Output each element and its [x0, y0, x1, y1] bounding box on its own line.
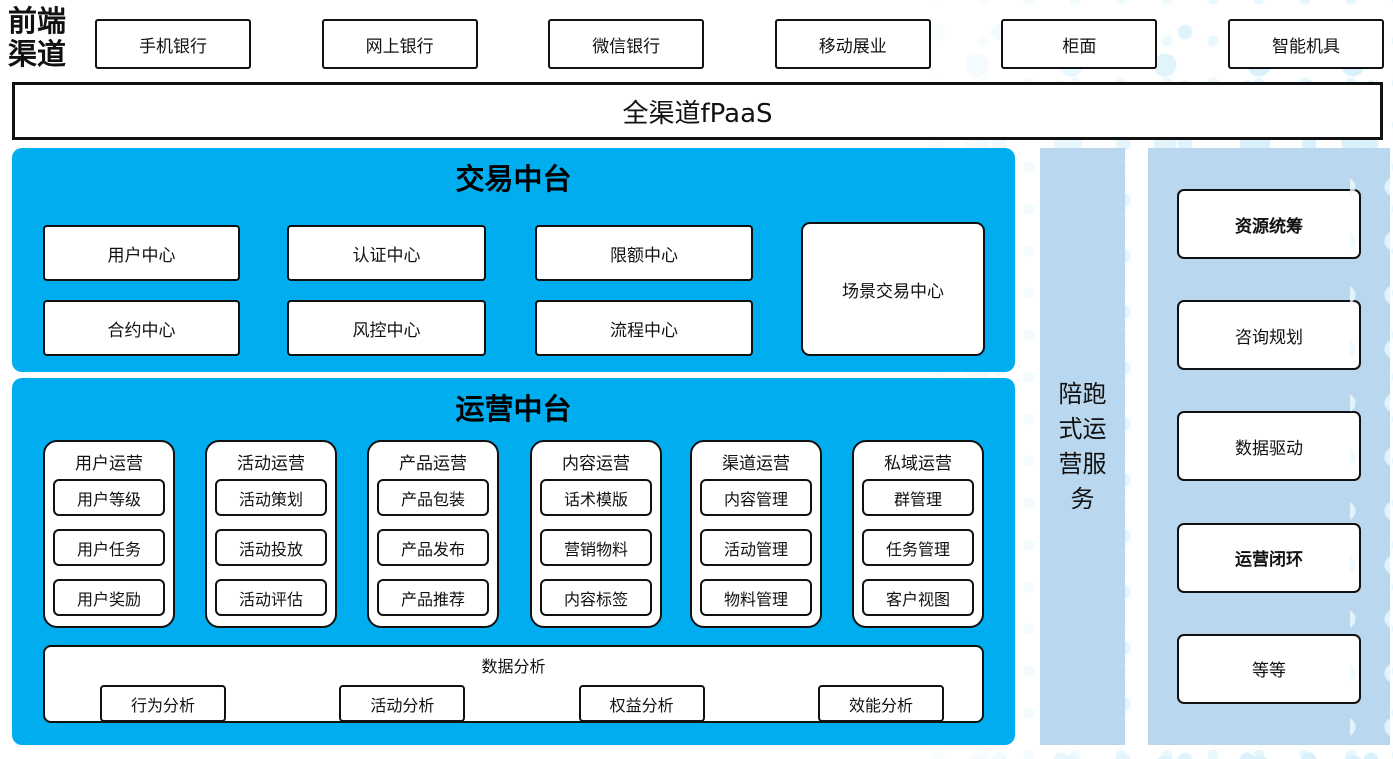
front-channel-label-line2: 渠道: [8, 37, 67, 71]
channel-box-wechat-banking: 微信银行: [548, 19, 705, 69]
ops-column-product-operations: 产品运营 产品包装 产品发布 产品推荐: [367, 440, 499, 628]
ops-column-header: 私域运营: [884, 454, 952, 474]
sidebar-text-line: 式运: [1058, 414, 1107, 443]
trade-cell-contract-center: 合约中心: [43, 300, 240, 356]
ops-column-header: 活动运营: [237, 454, 305, 474]
analysis-item-efficiency: 效能分析: [817, 685, 944, 722]
ops-item: 群管理: [862, 479, 974, 516]
ops-item: 内容标签: [540, 579, 652, 616]
ops-item: 话术模版: [540, 479, 652, 516]
trade-cell-user-center: 用户中心: [43, 225, 240, 281]
front-channel-label: 前端 渠道: [8, 5, 66, 71]
service-box-data-driven: 数据驱动: [1177, 411, 1361, 482]
ops-item: 活动投放: [215, 529, 327, 566]
ops-item: 活动策划: [215, 479, 327, 516]
accompanying-operations-service-bar: 陪跑 式运 营服 务: [1040, 148, 1125, 745]
ops-column-header: 产品运营: [399, 454, 467, 474]
sidebar-text-line: 陪跑: [1058, 379, 1107, 408]
ops-item: 产品发布: [377, 529, 489, 566]
ops-column-content-operations: 内容运营 话术模版 营销物料 内容标签: [530, 440, 662, 628]
ops-column-private-domain-operations: 私域运营 群管理 任务管理 客户视图: [852, 440, 984, 628]
analysis-item-behavior: 行为分析: [100, 685, 226, 722]
trade-platform-section: 交易中台 用户中心 认证中心 限额中心 合约中心 风控中心 流程中心 场景交易中…: [12, 148, 1015, 372]
ops-item: 营销物料: [540, 529, 652, 566]
ops-column-activity-operations: 活动运营 活动策划 活动投放 活动评估: [205, 440, 337, 628]
channel-box-counter: 柜面: [1001, 19, 1158, 69]
ops-column-header: 内容运营: [562, 454, 630, 474]
ops-item: 任务管理: [862, 529, 974, 566]
data-analysis-row: 行为分析 活动分析 权益分析 效能分析: [45, 677, 982, 722]
trade-cell-auth-center: 认证中心: [287, 225, 486, 281]
ops-item: 活动管理: [700, 529, 812, 566]
service-box-operation-loop: 运营闭环: [1177, 522, 1361, 593]
trade-platform-title: 交易中台: [455, 162, 572, 196]
ops-item: 活动评估: [215, 579, 327, 616]
channel-box-mobile-sales: 移动展业: [774, 19, 931, 69]
channel-box-mobile-banking: 手机银行: [95, 19, 251, 69]
ops-item: 用户等级: [53, 479, 165, 516]
trade-cell-scene-trade-center: 场景交易中心: [801, 222, 985, 356]
data-analysis-title: 数据分析: [481, 657, 546, 676]
channel-box-online-banking: 网上银行: [321, 19, 478, 69]
trade-cell-process-center: 流程中心: [535, 300, 753, 356]
ops-item: 用户奖励: [53, 579, 165, 616]
data-analysis-panel: 数据分析 行为分析 活动分析 权益分析 效能分析: [43, 645, 984, 723]
operations-platform-title: 运营中台: [455, 392, 572, 426]
sidebar-text-line: 务: [1070, 484, 1095, 513]
analysis-item-benefit: 权益分析: [578, 685, 705, 722]
trade-cell-limit-center: 限额中心: [535, 225, 753, 281]
ops-item: 产品包装: [377, 479, 489, 516]
ops-column-header: 渠道运营: [722, 454, 790, 474]
channel-box-smart-devices: 智能机具: [1227, 19, 1384, 69]
ops-item: 内容管理: [700, 479, 812, 516]
ops-item: 产品推荐: [377, 579, 489, 616]
ops-item: 物料管理: [700, 579, 812, 616]
ops-column-user-operations: 用户运营 用户等级 用户任务 用户奖励: [43, 440, 175, 628]
channel-row: 手机银行 网上银行 微信银行 移动展业 柜面 智能机具: [95, 19, 1384, 69]
fpaas-bar: 全渠道fPaaS: [12, 82, 1383, 140]
front-channel-label-line1: 前端: [8, 4, 67, 38]
operations-platform-section: 运营中台 用户运营 用户等级 用户任务 用户奖励 活动运营 活动策划 活动投放 …: [12, 378, 1015, 745]
trade-cell-risk-center: 风控中心: [287, 300, 486, 356]
sidebar-text-line: 营服: [1058, 449, 1107, 478]
ops-column-header: 用户运营: [75, 454, 143, 474]
ops-column-channel-operations: 渠道运营 内容管理 活动管理 物料管理: [690, 440, 822, 628]
service-box-etc: 等等: [1177, 633, 1361, 704]
service-box-consulting-planning: 咨询规划: [1177, 300, 1361, 371]
service-items-panel: 资源统筹 咨询规划 数据驱动 运营闭环 等等: [1148, 148, 1390, 745]
analysis-item-activity: 活动分析: [339, 685, 466, 722]
service-box-resource-coordination: 资源统筹: [1177, 189, 1361, 260]
ops-item: 用户任务: [53, 529, 165, 566]
ops-item: 客户视图: [862, 579, 974, 616]
